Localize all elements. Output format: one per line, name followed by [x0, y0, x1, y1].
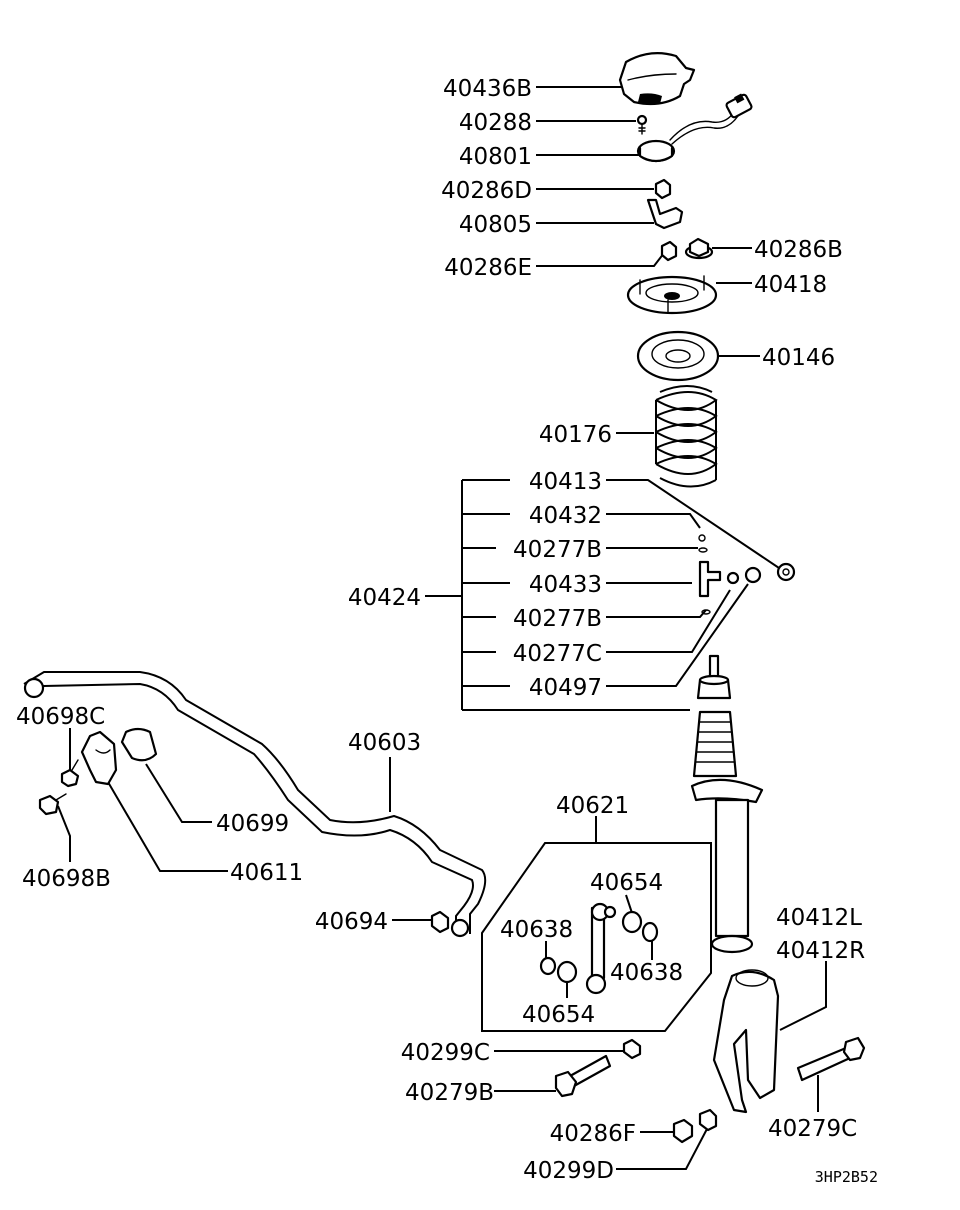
- label-40299C: 40299C: [401, 1040, 490, 1066]
- stabilizer-link-kit: [539, 902, 659, 995]
- screw-40288: [636, 114, 648, 135]
- label-40279C: 40279C: [768, 1116, 857, 1142]
- label-40286D: 40286D: [441, 178, 532, 204]
- label-40694: 40694: [315, 909, 388, 935]
- nut-40286D: [654, 178, 672, 200]
- clamp-bracket-40611: [80, 730, 118, 786]
- label-40412R: 40412R: [776, 938, 865, 964]
- label-40497: 40497: [529, 675, 602, 701]
- label-40654-lower: 40654: [522, 1002, 595, 1028]
- label-40286B: 40286B: [754, 237, 843, 263]
- bracket-40805: [646, 198, 684, 230]
- steering-knuckle: [712, 969, 780, 1114]
- label-40279B: 40279B: [405, 1080, 494, 1106]
- nut-40286F: [672, 1118, 694, 1144]
- label-40433: 40433: [529, 572, 602, 598]
- spring-seat-40146: [636, 330, 720, 382]
- nut-40299D: [698, 1108, 718, 1132]
- label-40418: 40418: [754, 272, 827, 298]
- label-40286E: 40286E: [444, 255, 532, 281]
- label-40603: 40603: [348, 730, 421, 756]
- label-40413: 40413: [529, 469, 602, 495]
- label-40621: 40621: [556, 793, 629, 819]
- label-40699: 40699: [216, 811, 289, 837]
- diagram-code: 3HP2B52: [815, 1168, 878, 1186]
- upper-mount-40418: [626, 275, 718, 315]
- label-40698C: 40698C: [16, 704, 105, 730]
- label-40654-upper: 40654: [590, 870, 663, 896]
- label-40277B-lower: 40277B: [513, 606, 602, 632]
- label-40424: 40424: [348, 585, 421, 611]
- label-40299D: 40299D: [523, 1158, 614, 1184]
- label-40288: 40288: [459, 110, 532, 136]
- leader-lines: [57, 86, 827, 1170]
- label-40638-right: 40638: [610, 960, 683, 986]
- stabilizer-bar-40603: [23, 671, 487, 938]
- bolt-40698B: [38, 793, 67, 816]
- bushing-40699: [120, 727, 158, 762]
- nut-40694: [430, 910, 450, 934]
- label-40801: 40801: [459, 144, 532, 170]
- label-40277B-upper: 40277B: [513, 537, 602, 563]
- bolt-40279C: [796, 1036, 866, 1082]
- label-40436B: 40436B: [443, 76, 532, 102]
- actuator-with-cable: [636, 93, 753, 163]
- label-40611: 40611: [230, 860, 303, 886]
- flange-nut-40286B: [684, 237, 714, 260]
- label-40412L: 40412L: [776, 905, 862, 931]
- part-labels: 40436B 40288 40801 40286D 40805 40286E 4…: [16, 76, 878, 1186]
- label-40146: 40146: [762, 345, 835, 371]
- top-cover-cap: [618, 51, 696, 106]
- strut-small-parts: [698, 534, 796, 615]
- coil-spring-40176: [655, 385, 718, 488]
- label-40432: 40432: [529, 503, 602, 529]
- label-40286F: 40286F: [550, 1121, 636, 1147]
- label-40698B: 40698B: [22, 866, 111, 892]
- bolt-40279B: [554, 1054, 612, 1098]
- label-40805: 40805: [459, 212, 532, 238]
- strut-assembly: [690, 654, 764, 954]
- bolt-40698C: [60, 759, 80, 788]
- nut-40299C: [622, 1038, 642, 1060]
- nut-40286E: [660, 240, 678, 262]
- label-40277C: 40277C: [513, 641, 602, 667]
- label-40638-left: 40638: [500, 917, 573, 943]
- label-40176: 40176: [539, 422, 612, 448]
